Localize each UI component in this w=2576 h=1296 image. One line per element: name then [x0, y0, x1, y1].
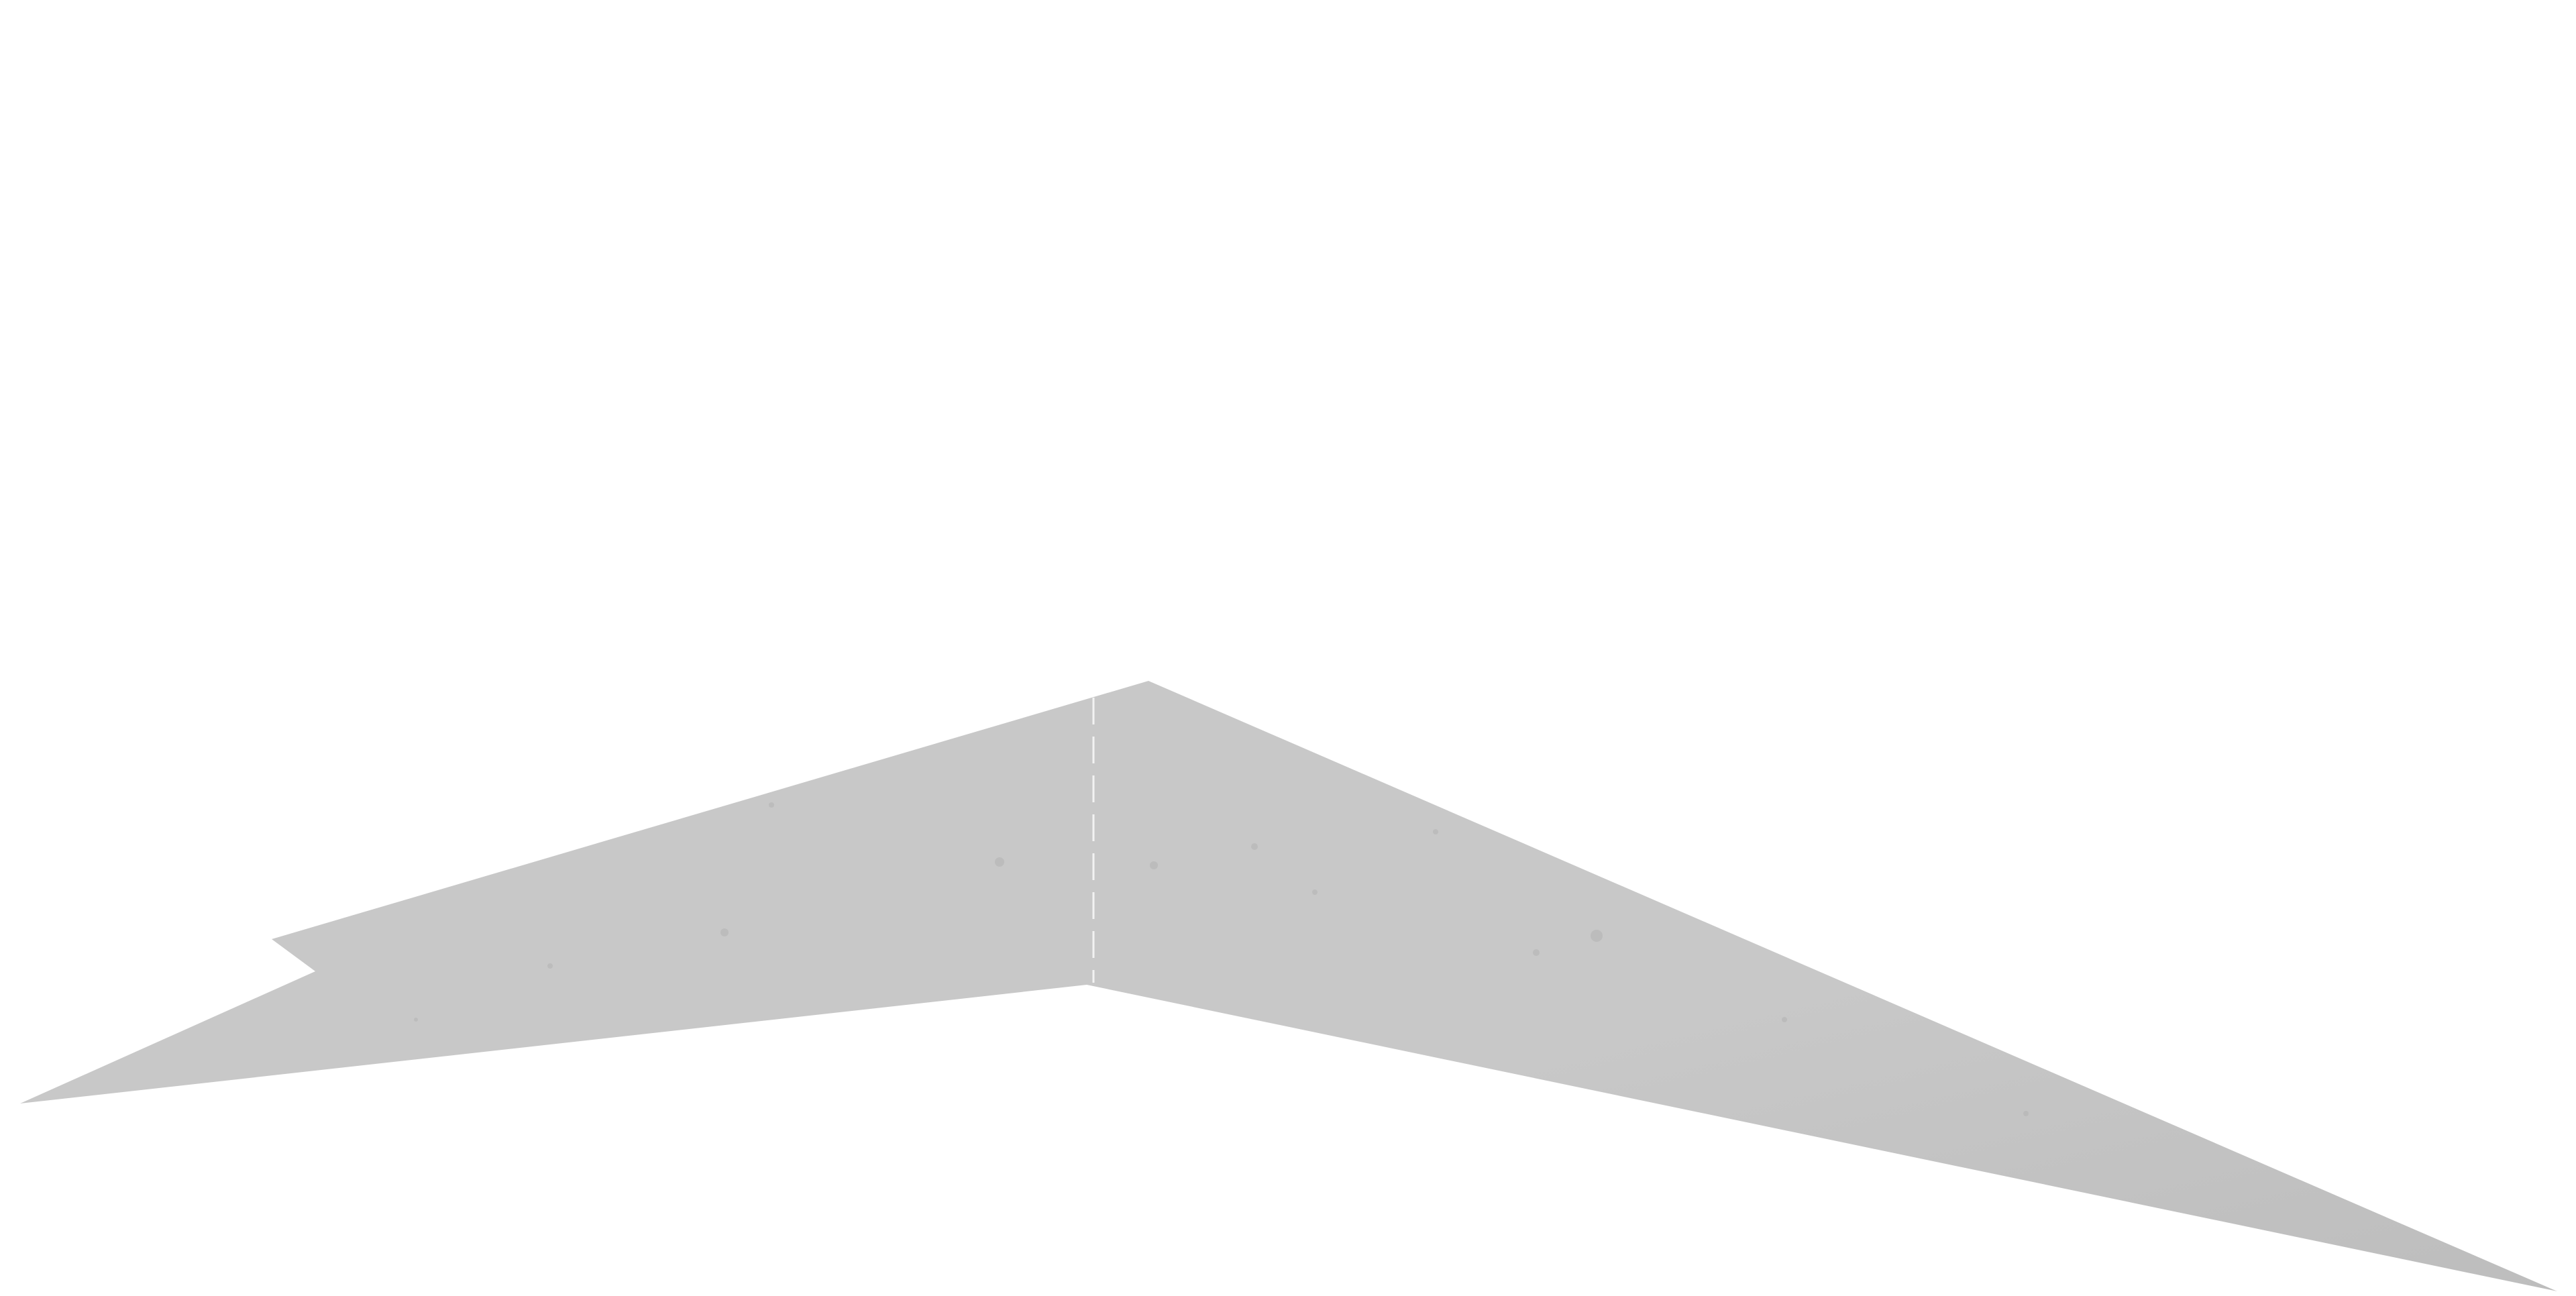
surface-specks	[414, 802, 2029, 1116]
concrete-plate	[20, 681, 2557, 1291]
